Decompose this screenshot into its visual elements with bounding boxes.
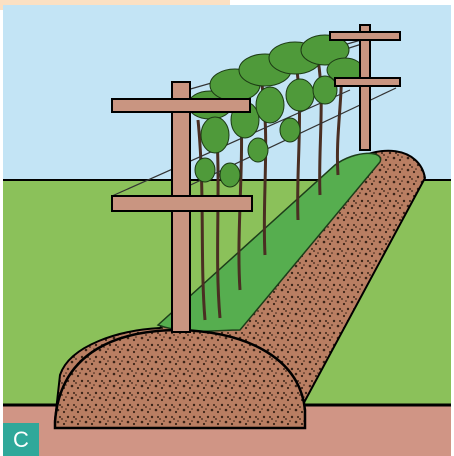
- panel-label: C: [3, 423, 39, 456]
